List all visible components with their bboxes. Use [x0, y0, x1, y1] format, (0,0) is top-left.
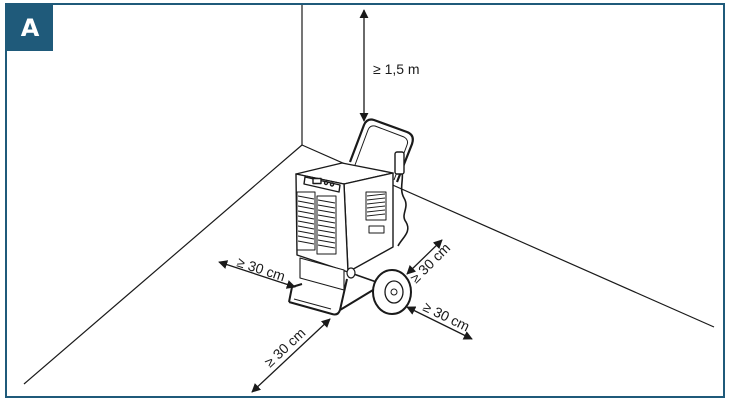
grille-right-outline: [316, 195, 337, 255]
side-handle-recess: [368, 225, 385, 234]
grille-left-outline: [296, 191, 316, 251]
display-window: [312, 177, 322, 185]
grille-left-slats: [297, 195, 315, 245]
label-back-clearance: ≥ 30 cm: [407, 240, 453, 286]
handle-frame-inner: [354, 125, 409, 181]
label-front-clearance: ≥ 30 cm: [261, 325, 308, 371]
unit-side: [343, 172, 394, 273]
label-left-clearance: ≥ 30 cm: [235, 254, 287, 285]
button-2: [329, 182, 335, 187]
clearance-arrows: [218, 9, 473, 393]
cable-clip: [394, 151, 405, 175]
grille-right-slats: [317, 199, 336, 249]
wheel-rear: [346, 267, 356, 279]
arrow-front: [251, 318, 331, 393]
figure-frame: A: [5, 3, 725, 398]
dehumidifier-clearance-diagram: ≥ 1,5 m ≥ 30 cm ≥ 30 cm ≥ 30 cm ≥ 30 cm: [23, 5, 715, 393]
arrow-left: [218, 260, 296, 289]
front-grille: [296, 191, 337, 255]
floor-left-edge: [23, 144, 303, 385]
dehumidifier-illustration: [288, 118, 414, 316]
arrow-right: [406, 306, 473, 340]
button-1: [323, 180, 329, 186]
handle-frame: [348, 118, 414, 183]
arrow-back: [406, 239, 443, 275]
label-right-clearance: ≥ 30 cm: [421, 298, 473, 334]
figure-badge-letter: A: [20, 14, 40, 42]
base-frame-inner: [293, 298, 332, 310]
side-grille: [365, 191, 387, 221]
side-grille-slats: [366, 193, 386, 217]
figure-badge: A: [7, 5, 53, 51]
wheel-center: [390, 288, 398, 296]
power-cable: [397, 166, 409, 247]
label-top-clearance: ≥ 1,5 m: [373, 61, 420, 77]
